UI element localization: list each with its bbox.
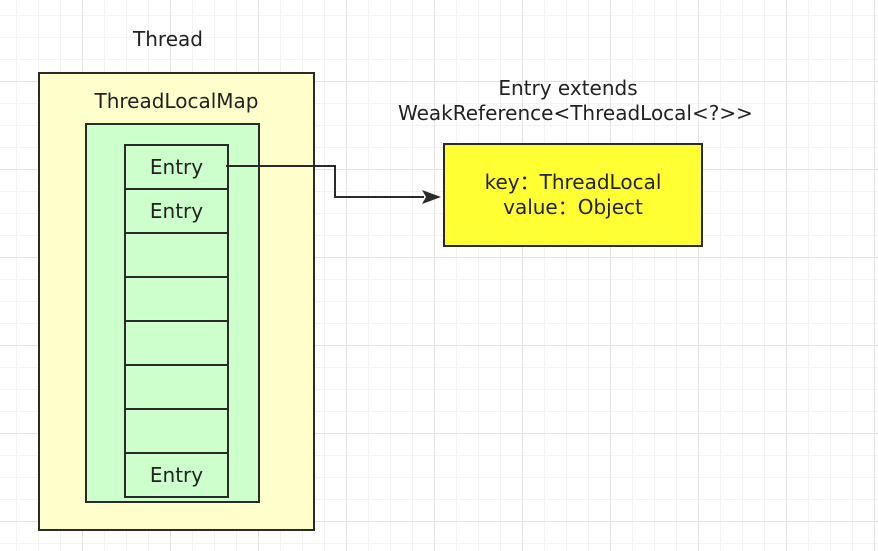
entry-cell [126,276,227,320]
entry-key-text: key：ThreadLocal [484,170,662,194]
entry-cell [126,408,227,452]
entry-extends-line2: WeakReference<ThreadLocal<?>> [398,101,753,125]
entry-cell [126,232,227,276]
entry-value-text: value：Object [503,195,643,219]
entry-extends-line1: Entry extends [498,76,638,100]
entry-cell: Entry [126,452,227,496]
entry-detail-box: key：ThreadLocal value：Object [443,143,703,247]
arrowhead-icon [422,190,441,204]
entry-table: Entry Entry Entry [124,144,229,498]
entry-cell [126,320,227,364]
entry-cell [126,364,227,408]
thread-local-map-label: ThreadLocalMap [94,89,259,113]
thread-label: Thread [133,27,203,51]
entry-extends-label: Entry extends WeakReference<ThreadLocal<… [398,76,753,126]
entry-cell: Entry [149,155,204,179]
entry-cell: Entry [126,188,227,232]
